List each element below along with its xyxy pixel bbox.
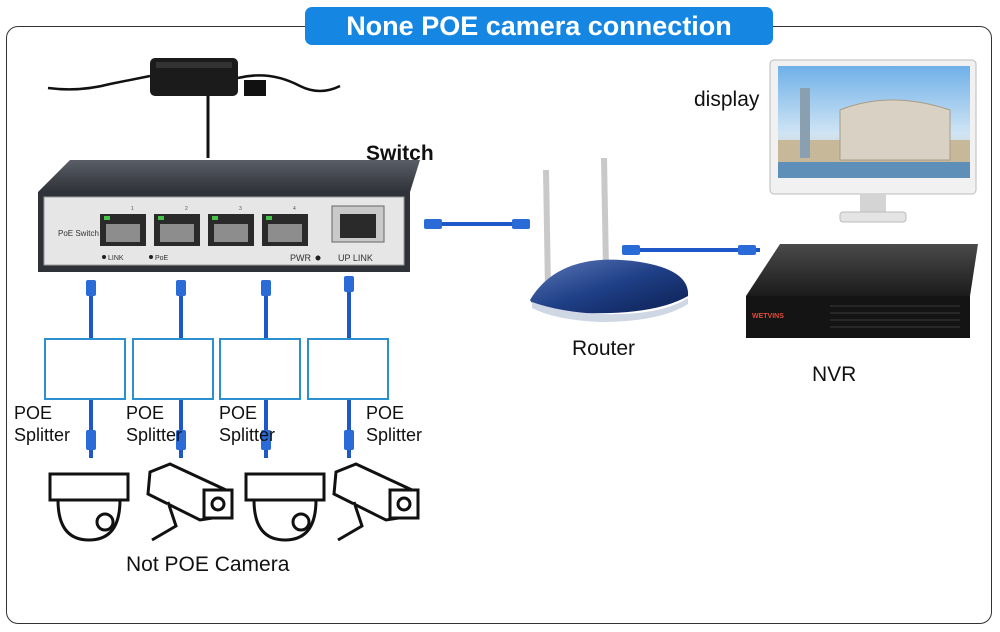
bullet-camera xyxy=(332,462,420,542)
display-monitor xyxy=(769,59,977,223)
splitter-label-line1: POE xyxy=(366,403,405,423)
switch-label: Switch xyxy=(366,142,434,165)
switch-uplink-label: UP LINK xyxy=(338,253,373,263)
dome-camera xyxy=(48,472,130,542)
splitter-label: POE Splitter xyxy=(219,402,275,446)
splitter-box xyxy=(307,338,389,400)
bullet-camera xyxy=(146,462,234,542)
display-label: display xyxy=(694,88,760,111)
nvr-device xyxy=(746,244,978,338)
camera-group-label: Not POE Camera xyxy=(126,553,290,576)
router xyxy=(530,157,689,322)
switch-brand-label: PoE Switch xyxy=(58,229,99,238)
rj45-plugs-bottom xyxy=(86,430,354,450)
splitter-label-line2: Splitter xyxy=(219,425,276,445)
splitter-box xyxy=(44,338,126,400)
splitter-label-line1: POE xyxy=(126,403,165,423)
splitter-label-line1: POE xyxy=(219,403,258,423)
splitter-label: POE Splitter xyxy=(126,402,182,446)
port-number: 1 xyxy=(131,206,134,212)
splitter-box xyxy=(132,338,214,400)
splitter-label-line2: Splitter xyxy=(366,425,423,445)
rj45-plugs-top xyxy=(86,276,354,296)
diagram-title: None POE camera connection xyxy=(305,7,773,45)
switch-pwr-label: PWR xyxy=(290,253,311,263)
power-adapter xyxy=(47,58,341,158)
splitter-label-line1: POE xyxy=(14,403,53,423)
poe-switch xyxy=(38,160,420,272)
splitter-label-line2: Splitter xyxy=(14,425,71,445)
port-number: 3 xyxy=(239,206,242,212)
nvr-brand-logo: WETVINS xyxy=(752,313,784,320)
switch-link-label: LINK xyxy=(108,255,124,262)
splitter-label-line2: Splitter xyxy=(126,425,183,445)
cables-switch-to-splitters xyxy=(89,280,351,338)
router-label: Router xyxy=(572,337,636,360)
cable-switch-to-router xyxy=(424,219,530,229)
port-number: 2 xyxy=(185,206,188,212)
cable-router-to-nvr xyxy=(622,245,760,255)
splitter-box xyxy=(219,338,301,400)
port-number: 4 xyxy=(293,206,296,212)
nvr-label: NVR xyxy=(812,363,857,386)
switch-poe-label: PoE xyxy=(155,255,169,262)
dome-camera xyxy=(244,472,326,542)
splitter-label: POE Splitter xyxy=(366,402,422,446)
splitter-label: POE Splitter xyxy=(14,402,70,446)
